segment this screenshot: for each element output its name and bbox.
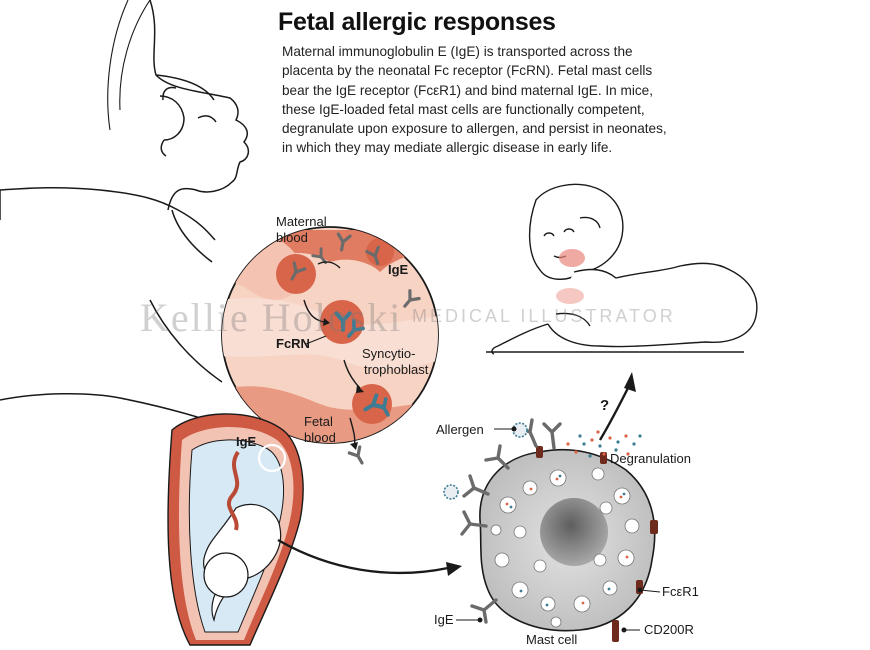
label-mast-cell: Mast cell [526,632,578,647]
description-line: in which they may mediate allergic disea… [282,140,613,156]
watermark-role: MEDICAL ILLUSTRATOR [412,306,676,326]
description-line: these IgE-loaded fetal mast cells are fu… [282,101,645,117]
label-fcrn: FcRN [276,336,310,351]
label-maternal: Maternal [276,214,327,229]
label-trophoblast: trophoblast [364,362,429,377]
label-ige-cell: IgE [434,612,454,627]
label-fcer1: FcεR1 [662,584,699,599]
degranulation-dots [566,430,642,458]
mother-figure [0,0,250,429]
mast-cell [479,446,658,642]
figure-title: Fetal allergic responses [278,8,556,36]
description-line: degranulate upon exposure to allergen, a… [282,121,667,137]
label-allergen: Allergen [436,422,484,437]
arrow-head-to-baby [624,372,636,392]
uterus [167,413,304,646]
description-line: bear the IgE receptor (FcεR1) and bind m… [282,82,654,98]
label-syncytio: Syncytio- [362,346,416,361]
label-degranulation: Degranulation [610,451,691,466]
label-fetal-blood: blood [304,430,336,445]
label-blood: blood [276,230,308,245]
cell-antibodies [460,418,562,624]
description-line: placenta by the neonatal Fc receptor (Fc… [282,63,653,79]
leader-lines [305,335,661,633]
label-fetal: Fetal [304,414,333,429]
baby-cheek [559,249,585,267]
baby-figure [486,183,758,355]
label-ige-placenta: IgE [388,262,409,277]
mother-hair [107,0,151,131]
description-line: Maternal immunoglobulin E (IgE) is trans… [282,44,633,59]
label-ige-uterus: IgE [236,434,257,449]
baby-rash [556,288,584,304]
label-cd200r: CD200R [644,622,694,637]
arrow-head-to-cell [446,562,462,576]
figure-description: Maternal immunoglobulin E (IgE) is trans… [282,42,712,158]
watermark-name: Kellie Holoski [140,295,403,340]
allergen-particles [443,422,528,500]
label-question: ? [600,397,610,414]
